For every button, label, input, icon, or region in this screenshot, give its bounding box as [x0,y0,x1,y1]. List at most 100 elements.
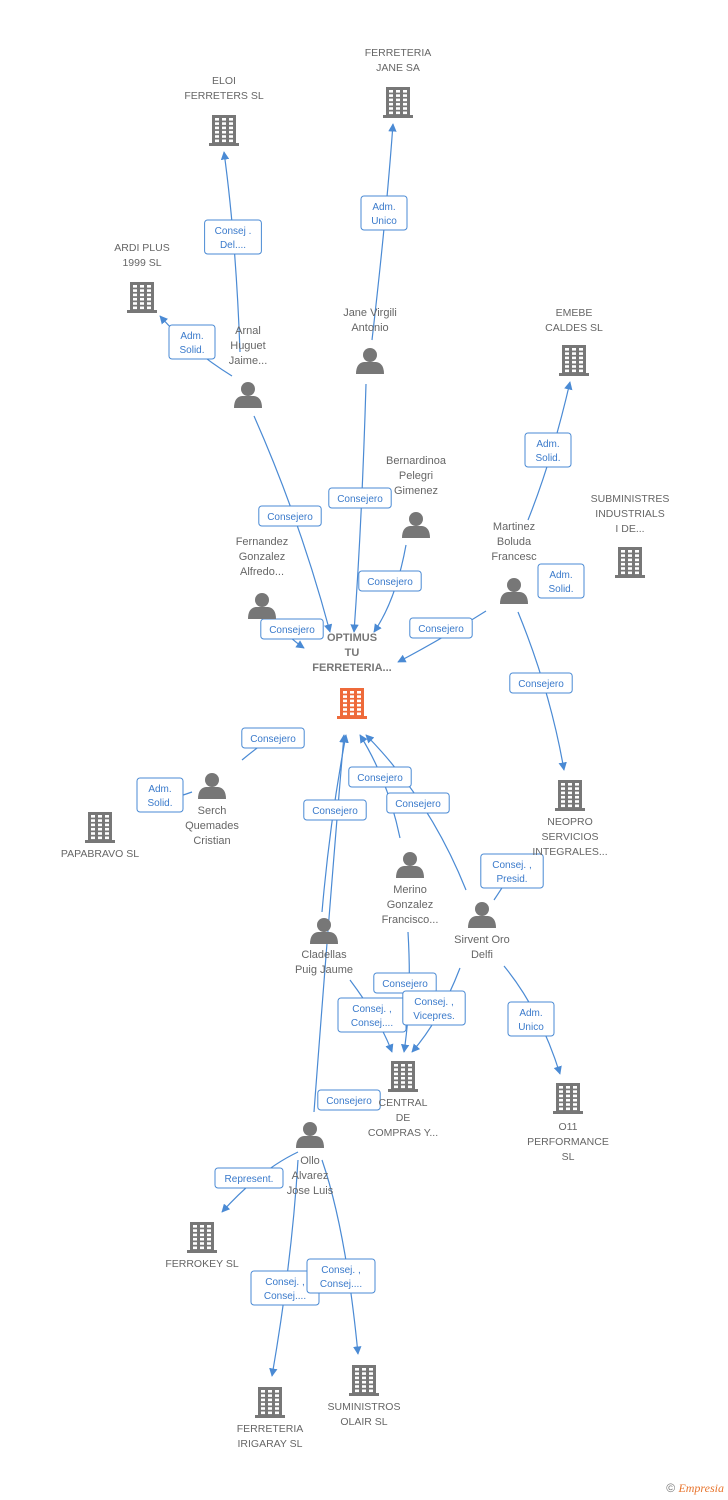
edge-label-text: Unico [518,1022,544,1033]
node-label-neopro: NEOPRO [547,816,593,828]
subministres-building-icon[interactable] [615,547,645,578]
node-ferrokey[interactable]: FERROKEY SL [165,1222,239,1270]
arnal-person-icon[interactable] [234,382,262,408]
edge-label-cladellas-optimus[interactable]: Consejero [303,799,367,821]
optimus-building-icon[interactable] [337,688,367,719]
edge-label-text: Consejero [518,679,564,690]
edge-label-cladellas-central[interactable]: Consej. , Consej.... [337,997,407,1033]
edge-label-text: Consej.... [351,1018,393,1029]
edge-label-merino-optimus[interactable]: Consejero [348,766,412,788]
node-neopro[interactable]: NEOPRO SERVICIOS INTEGRALES... [532,780,608,858]
edge-label-text: Consej. , [321,1265,360,1276]
edge-label-jane_v-jane_sa[interactable]: Adm. Unico [360,195,408,231]
cladellas-person-icon[interactable] [310,918,338,944]
node-label-jane_v: Antonio [351,322,388,334]
edge-label-sirvent-optimus[interactable]: Consejero [386,792,450,814]
neopro-building-icon[interactable] [555,780,585,811]
merino-person-icon[interactable] [396,852,424,878]
node-label-serch: Quemades [185,820,239,832]
node-label-neopro: INTEGRALES... [532,846,607,858]
central-building-icon[interactable] [388,1061,418,1092]
edge-jane_v-optimus [350,383,367,633]
node-papabravo[interactable]: PAPABRAVO SL [61,812,139,860]
bernardinoa-person-icon[interactable] [402,512,430,538]
edge-label-text: Solid. [179,345,204,356]
jane_v-person-icon[interactable] [356,348,384,374]
o11-building-icon[interactable] [553,1083,583,1114]
edge-label-serch-optimus[interactable]: Consejero [241,727,305,749]
emebe-building-icon[interactable] [559,345,589,376]
edge-label-text: Unico [371,216,397,227]
jane_sa-building-icon[interactable] [383,87,413,118]
edge-label-fernandez-optimus[interactable]: Consejero [260,618,324,640]
edge-label-text: Adm. [372,202,395,213]
sirvent-person-icon[interactable] [468,902,496,928]
edge-label-arnal-optimus[interactable]: Consejero [258,505,322,527]
node-label-irigaray: IRIGARAY SL [238,1438,303,1450]
node-label-bernardinoa: Pelegri [399,470,433,482]
edge-label-martinez-emebe[interactable]: Adm.Solid. [524,432,572,468]
eloi-building-icon[interactable] [209,115,239,146]
edge-ollo-olair [321,1159,362,1355]
edge-label-sirvent-central[interactable]: Consej. ,Vicepres. [402,990,466,1026]
edge-label-martinez-optimus[interactable]: Consejero [409,617,473,639]
edge-label-ollo-optimus[interactable]: Consejero [317,1089,381,1111]
edge-bernardinoa-optimus [373,544,407,633]
edge-label-ollo-ferrokey[interactable]: Represent. [214,1167,284,1189]
ardi-building-icon[interactable] [127,282,157,313]
node-fernandez[interactable]: FernandezGonzalezAlfredo... [236,536,289,619]
node-label-cladellas: Cladellas [301,949,347,961]
edge-label-text: Consejero [269,625,315,636]
node-label-olair: SUMINISTROS [328,1401,401,1413]
edge-label-ollo-olair[interactable]: Consej. ,Consej.... [306,1258,376,1294]
edge-label-sirvent-neopro[interactable]: Consej. ,Presid. [480,853,544,889]
edge-label-martinez-subministres[interactable]: Adm.Solid. [537,563,585,599]
papabravo-building-icon[interactable] [85,812,115,843]
olair-building-icon[interactable] [349,1365,379,1396]
edge-label-merino-central[interactable]: Consejero [373,972,437,994]
node-label-neopro: SERVICIOS [542,831,599,843]
node-label-martinez: Boluda [497,536,532,548]
edge-label-serch-papabravo[interactable]: Adm.Solid. [136,777,184,813]
node-label-optimus: OPTIMUS [327,632,377,644]
node-merino[interactable]: MerinoGonzalezFrancisco... [382,852,439,926]
edge-label-text: Consej. , [352,1004,391,1015]
brand-logo[interactable]: Empresia [678,1481,724,1495]
footer: © Empresia [666,1481,724,1496]
node-arnal[interactable]: ArnalHuguetJaime... [229,325,268,408]
edge-label-text: Adm. [180,331,203,342]
edge-label-sirvent-o11[interactable]: Adm.Unico [507,1001,555,1037]
node-label-merino: Merino [393,884,427,896]
node-optimus[interactable]: OPTIMUSTUFERRETERIA... [312,632,392,719]
node-label-o11: PERFORMANCE [527,1136,609,1148]
fernandez-person-icon[interactable] [248,593,276,619]
node-label-cladellas: Puig Jaume [295,964,353,976]
serch-person-icon[interactable] [198,773,226,799]
irigaray-building-icon[interactable] [255,1387,285,1418]
edge-label-arnal-eloi[interactable]: Consej .Del.... [204,219,262,255]
ollo-person-icon[interactable] [296,1122,324,1148]
edge-label-arnal-ardi[interactable]: Adm. Solid. [168,324,216,360]
martinez-person-icon[interactable] [500,578,528,604]
edge-label-jane_v-optimus[interactable]: Consejero [328,487,392,509]
edge-label-bernardinoa-optimus[interactable]: Consejero [358,570,422,592]
edge-label-martinez-neopro[interactable]: Consejero [509,672,573,694]
ferrokey-building-icon[interactable] [187,1222,217,1253]
